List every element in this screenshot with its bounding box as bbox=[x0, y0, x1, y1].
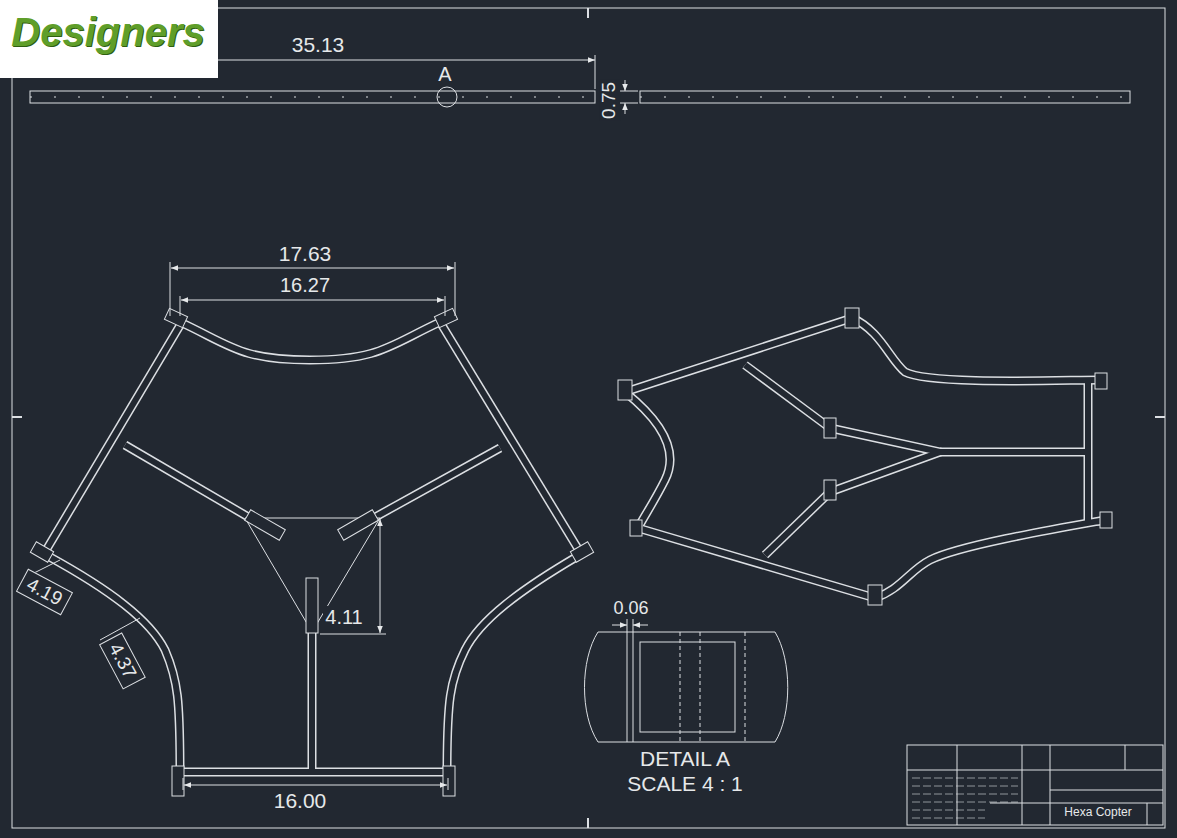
dimension: 0.06 bbox=[611, 599, 650, 619]
dimension-box: 4.19 bbox=[15, 569, 72, 616]
watermark: Designers bbox=[9, 10, 206, 54]
dimension: 17.63 bbox=[277, 242, 334, 265]
dimension: 35.13 bbox=[290, 33, 347, 56]
detail-callout: A bbox=[436, 63, 453, 85]
dimension: 16.00 bbox=[272, 789, 329, 812]
dimension-value: 4.19 bbox=[23, 574, 66, 610]
title-block-cell: Hexa Copter bbox=[1062, 806, 1133, 819]
view-scale: SCALE 4 : 1 bbox=[625, 772, 745, 795]
view-title: DETAIL A bbox=[638, 747, 732, 770]
dimension-box: 4.37 bbox=[99, 632, 146, 689]
dimension: 0.75 bbox=[599, 80, 620, 121]
dimension-value: 4.37 bbox=[104, 640, 140, 683]
dimension: 16.27 bbox=[278, 274, 332, 296]
dimension: 4.11 bbox=[323, 606, 364, 628]
